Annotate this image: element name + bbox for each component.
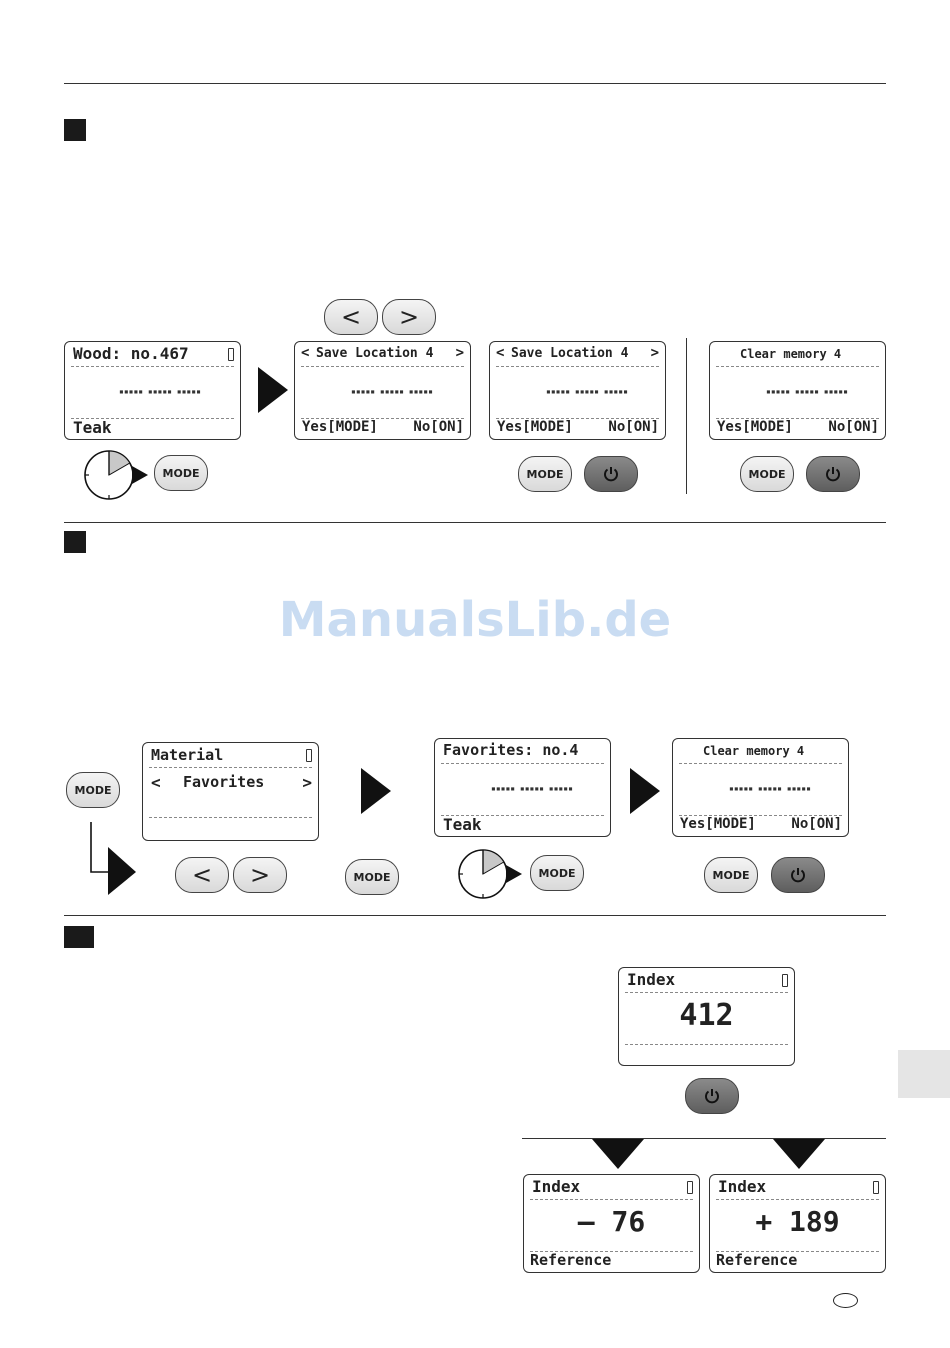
lcd-bottom: Teak [73, 418, 112, 437]
lcd-title: Clear memory 4 [740, 347, 842, 361]
flow-arrow-down [773, 1139, 825, 1169]
flow-connector [90, 822, 136, 895]
battery-icon [687, 1181, 693, 1194]
lcd-clear-memory-screen: Clear memory 4 ▪▪▪▪▪ ▪▪▪▪▪ ▪▪▪▪▪ Yes[MOD… [709, 341, 886, 440]
battery-icon [306, 749, 312, 762]
page-edge-tab [898, 1050, 950, 1098]
section-3-marker [64, 926, 94, 948]
mode-button[interactable]: MODE [704, 857, 758, 893]
lcd-title: Material [151, 746, 224, 764]
mode-button[interactable]: MODE [345, 859, 399, 895]
power-icon [604, 467, 618, 482]
lcd-title: Index [532, 1177, 581, 1196]
lcd-index-screen: Index 412 [618, 967, 795, 1066]
lcd-title: Wood: no.467 [73, 344, 189, 363]
lcd-title: Index [627, 970, 676, 989]
lcd-clear-memory-screen: Clear memory 4 ▪▪▪▪▪ ▪▪▪▪▪ ▪▪▪▪▪ Yes[MOD… [672, 738, 849, 837]
language-oval [833, 1293, 858, 1308]
lcd-save-location-screen: < Save Location 4 > ▪▪▪▪▪ ▪▪▪▪▪ ▪▪▪▪▪ Ye… [294, 341, 471, 440]
power-icon [705, 1089, 719, 1104]
lcd-wood-screen: Wood: no.467 ▪▪▪▪▪ ▪▪▪▪▪ ▪▪▪▪▪ Teak [64, 341, 241, 440]
section-2-rule [64, 522, 886, 523]
mode-button[interactable]: MODE [740, 456, 794, 492]
lcd-bottom: Reference [530, 1251, 612, 1269]
flow-arrow [258, 367, 288, 413]
lcd-title: Favorites: no.4 [443, 741, 579, 759]
timer-icon [458, 849, 522, 899]
lcd-material-screen: Material < Favorites > [142, 742, 319, 841]
power-button[interactable] [771, 857, 825, 893]
lcd-reference-screen: Index + 189 Reference [709, 1174, 886, 1273]
lcd-title: Index [718, 1177, 767, 1196]
flow-arrow-down [592, 1139, 644, 1169]
lcd-favorites-screen: Favorites: no.4 ▪▪▪▪▪ ▪▪▪▪▪ ▪▪▪▪▪ Teak [434, 738, 611, 837]
lcd-value: + 189 [755, 1205, 840, 1238]
mode-button[interactable]: MODE [66, 772, 120, 808]
watermark: ManualsLib.de [278, 592, 672, 648]
branch-rule [522, 1138, 886, 1139]
lcd-bottom: Reference [716, 1251, 798, 1269]
power-icon [791, 868, 805, 883]
lcd-reference-screen: Index – 76 Reference [523, 1174, 700, 1273]
lcd-save-location-screen: < Save Location 4 > ▪▪▪▪▪ ▪▪▪▪▪ ▪▪▪▪▪ Ye… [489, 341, 666, 440]
battery-icon [782, 974, 788, 987]
mode-button[interactable]: MODE [518, 456, 572, 492]
lcd-bottom: Teak [443, 815, 482, 834]
power-button[interactable] [584, 456, 638, 492]
section-divider [686, 338, 687, 494]
right-arrow-button[interactable]: > [382, 299, 436, 335]
mode-button[interactable]: MODE [530, 855, 584, 891]
header-rule [64, 83, 886, 84]
timer-icon [84, 450, 148, 500]
lcd-value: – 76 [577, 1205, 646, 1238]
power-button[interactable] [806, 456, 860, 492]
flow-arrow [361, 768, 391, 814]
left-arrow-button[interactable]: < [175, 857, 229, 893]
battery-icon [873, 1181, 879, 1194]
lcd-option: Favorites [183, 773, 265, 791]
section-1-marker [64, 119, 86, 141]
section-3-rule [64, 915, 886, 916]
lcd-value: 412 [679, 998, 734, 1033]
lcd-title: Save Location 4 [316, 346, 434, 361]
mode-button[interactable]: MODE [154, 455, 208, 491]
battery-icon [228, 348, 234, 361]
lcd-title: Clear memory 4 [703, 744, 805, 758]
power-button[interactable] [685, 1078, 739, 1114]
power-icon [826, 467, 840, 482]
left-arrow-button[interactable]: < [324, 299, 378, 335]
right-arrow-button[interactable]: > [233, 857, 287, 893]
lcd-title: Save Location 4 [511, 346, 629, 361]
flow-arrow [630, 768, 660, 814]
section-2-marker [64, 531, 86, 553]
